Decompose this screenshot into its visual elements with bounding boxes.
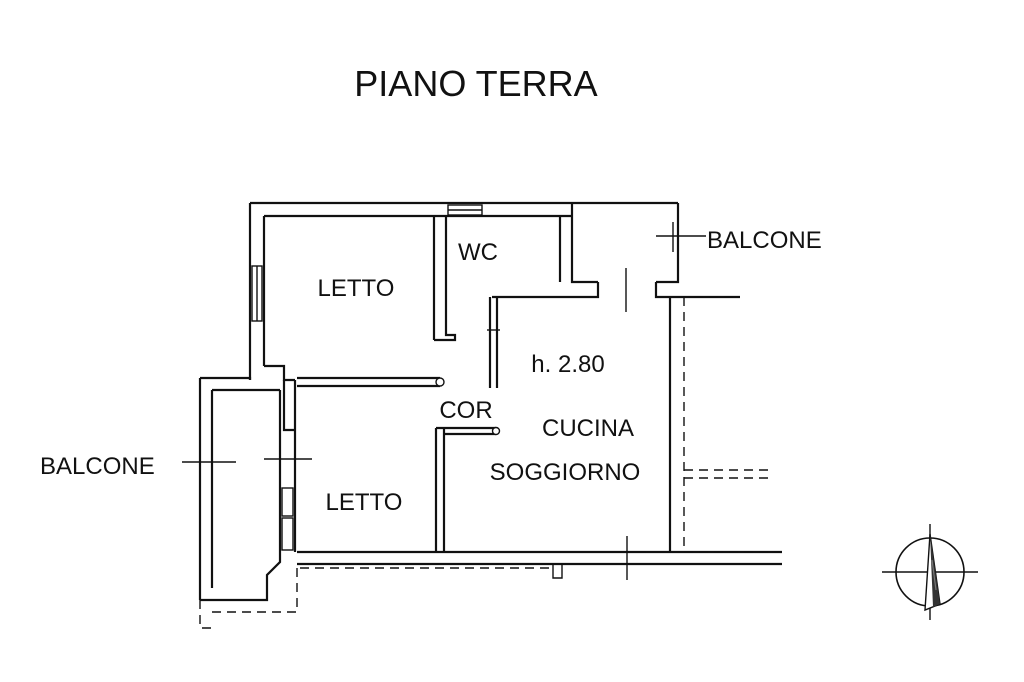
room-label-balcone-right: BALCONE [707, 227, 822, 254]
outer-walls [198, 201, 782, 602]
room-label-balcone-left: BALCONE [40, 453, 155, 480]
room-label-letto-lower: LETTO [326, 489, 403, 516]
north-arrow-icon [882, 524, 978, 620]
room-label-wc: WC [458, 239, 498, 266]
room-label-soggiorno: SOGGIORNO [490, 459, 641, 486]
room-label-cucina: CUCINA [542, 415, 634, 442]
plan-title: PIANO TERRA [354, 63, 597, 104]
dashed-outlines [199, 296, 782, 629]
leader-lines [182, 222, 706, 474]
room-label-letto-upper: LETTO [318, 275, 395, 302]
room-label-cor: COR [439, 397, 492, 424]
interior-walls [264, 216, 501, 552]
ceiling-height-label: h. 2.80 [531, 351, 604, 378]
